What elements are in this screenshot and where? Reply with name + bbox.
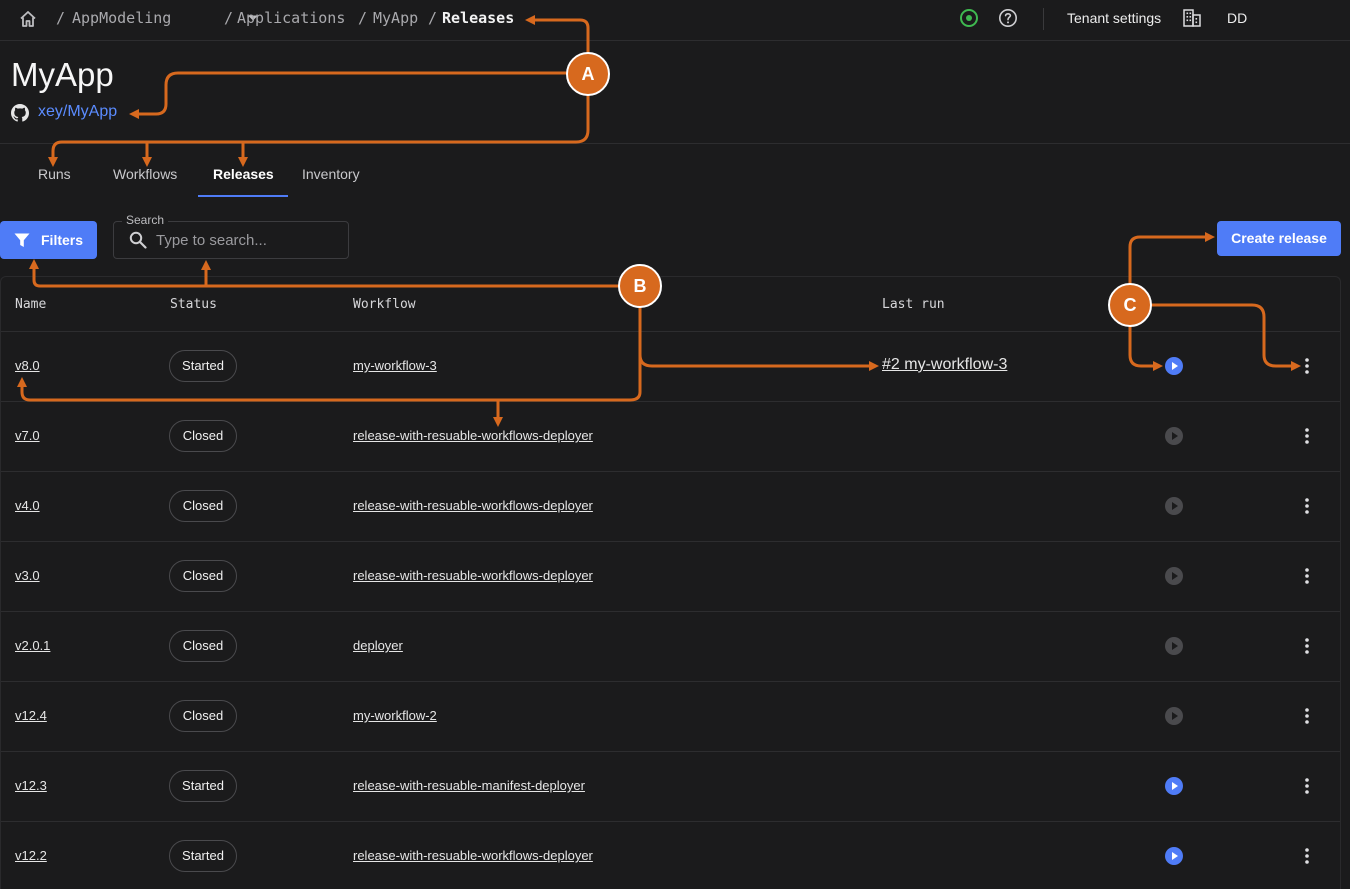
release-name-link[interactable]: v3.0 bbox=[15, 568, 40, 583]
run-release-play-icon[interactable] bbox=[1164, 426, 1184, 446]
more-options-icon[interactable] bbox=[1297, 776, 1317, 796]
more-options-icon[interactable] bbox=[1297, 566, 1317, 586]
release-name-link[interactable]: v12.4 bbox=[15, 708, 47, 723]
toolbar-divider bbox=[1043, 8, 1044, 30]
more-options-icon[interactable] bbox=[1297, 706, 1317, 726]
run-release-play-icon[interactable] bbox=[1164, 706, 1184, 726]
workflow-link[interactable]: release-with-resuable-workflows-deployer bbox=[353, 428, 593, 443]
more-options-icon[interactable] bbox=[1297, 426, 1317, 446]
status-badge: Started bbox=[169, 350, 237, 382]
column-header-workflow[interactable]: Workflow bbox=[353, 297, 416, 312]
workflow-link[interactable]: release-with-resuable-manifest-deployer bbox=[353, 778, 585, 793]
run-release-play-icon[interactable] bbox=[1164, 566, 1184, 586]
table-row[interactable]: v8.0 Started my-workflow-3 #2 my-workflow-3 bbox=[1, 331, 1340, 401]
breadcrumb-separator: / bbox=[428, 9, 438, 27]
table-row[interactable]: v12.4 Closed my-workflow-2 bbox=[1, 681, 1340, 751]
search-input[interactable] bbox=[156, 229, 341, 251]
filter-icon bbox=[14, 233, 30, 247]
release-name-link[interactable]: v2.0.1 bbox=[15, 638, 51, 653]
workflow-link[interactable]: release-with-resuable-workflows-deployer bbox=[353, 568, 593, 583]
release-name-link[interactable]: v12.2 bbox=[15, 848, 47, 863]
release-name-link[interactable]: v8.0 bbox=[15, 358, 40, 373]
column-header-last-run[interactable]: Last run bbox=[882, 297, 945, 312]
repo-link[interactable]: xey/MyApp bbox=[38, 103, 118, 120]
workflow-link[interactable]: release-with-resuable-workflows-deployer bbox=[353, 848, 593, 863]
tab-workflows[interactable]: Workflows bbox=[113, 166, 178, 182]
annotation-callout-a: A bbox=[566, 52, 610, 96]
more-options-icon[interactable] bbox=[1297, 846, 1317, 866]
table-row[interactable]: v12.2 Started release-with-resuable-workfl… bbox=[1, 821, 1340, 889]
status-indicator-icon[interactable] bbox=[959, 8, 979, 28]
workflow-link[interactable]: deployer bbox=[353, 638, 403, 653]
building-icon[interactable] bbox=[1182, 8, 1202, 28]
more-options-icon[interactable] bbox=[1297, 356, 1317, 376]
table-row[interactable]: v3.0 Closed release-with-resuable-workflow… bbox=[1, 541, 1340, 611]
workflow-link[interactable]: my-workflow-2 bbox=[353, 708, 437, 723]
annotation-callout-c: C bbox=[1108, 283, 1152, 327]
breadcrumb-separator: / bbox=[358, 9, 368, 27]
header-divider bbox=[0, 143, 1350, 144]
tenant-settings-link[interactable]: Tenant settings bbox=[1067, 10, 1162, 26]
chevron-down-icon[interactable] bbox=[247, 14, 259, 22]
table-row[interactable]: v2.0.1 Closed deployer bbox=[1, 611, 1340, 681]
breadcrumb-project[interactable]: AppModeling bbox=[72, 9, 172, 27]
status-badge: Closed bbox=[169, 700, 237, 732]
filters-label: Filters bbox=[41, 232, 84, 248]
column-header-status[interactable]: Status bbox=[170, 297, 217, 312]
search-field bbox=[113, 221, 349, 259]
status-badge: Started bbox=[169, 770, 237, 802]
column-header-name[interactable]: Name bbox=[15, 297, 47, 312]
github-icon bbox=[11, 104, 29, 122]
release-name-link[interactable]: v7.0 bbox=[15, 428, 40, 443]
help-icon[interactable] bbox=[998, 8, 1018, 28]
table-row[interactable]: v7.0 Closed release-with-resuable-workflow… bbox=[1, 401, 1340, 471]
tab-runs[interactable]: Runs bbox=[38, 166, 71, 182]
annotation-arrow bbox=[129, 71, 568, 119]
run-release-play-icon[interactable] bbox=[1164, 356, 1184, 376]
breadcrumb-app[interactable]: MyApp bbox=[373, 9, 419, 27]
filters-button[interactable]: Filters bbox=[0, 221, 97, 259]
annotation-callout-b: B bbox=[618, 264, 662, 308]
home-icon[interactable] bbox=[18, 9, 38, 29]
tab-inventory[interactable]: Inventory bbox=[302, 166, 360, 182]
user-avatar[interactable]: DD bbox=[1227, 10, 1248, 26]
search-icon bbox=[129, 231, 147, 249]
more-options-icon[interactable] bbox=[1297, 496, 1317, 516]
breadcrumb-applications[interactable]: Applications bbox=[237, 9, 346, 27]
status-badge: Closed bbox=[169, 490, 237, 522]
release-name-link[interactable]: v12.3 bbox=[15, 778, 47, 793]
run-release-play-icon[interactable] bbox=[1164, 846, 1184, 866]
page-title: MyApp bbox=[11, 56, 114, 93]
create-release-button[interactable]: Create release bbox=[1217, 221, 1341, 256]
run-release-play-icon[interactable] bbox=[1164, 776, 1184, 796]
workflow-link[interactable]: my-workflow-3 bbox=[353, 358, 437, 373]
run-release-play-icon[interactable] bbox=[1164, 636, 1184, 656]
table-row[interactable]: v4.0 Closed release-with-resuable-workflow… bbox=[1, 471, 1340, 541]
status-badge: Started bbox=[169, 840, 237, 872]
status-badge: Closed bbox=[169, 560, 237, 592]
run-release-play-icon[interactable] bbox=[1164, 496, 1184, 516]
more-options-icon[interactable] bbox=[1297, 636, 1317, 656]
tab-releases[interactable]: Releases bbox=[213, 166, 274, 182]
workflow-link[interactable]: release-with-resuable-workflows-deployer bbox=[353, 498, 593, 513]
search-label: Search bbox=[122, 213, 169, 227]
release-name-link[interactable]: v4.0 bbox=[15, 498, 40, 513]
annotation-arrow bbox=[48, 94, 590, 167]
last-run-link[interactable]: #2 my-workflow-3 bbox=[882, 356, 1008, 373]
breadcrumb-separator: / bbox=[56, 9, 66, 27]
breadcrumb-separator: / bbox=[224, 9, 234, 27]
table-row[interactable]: v12.3 Started release-with-resuable-manife… bbox=[1, 751, 1340, 821]
status-badge: Closed bbox=[169, 630, 237, 662]
active-tab-indicator bbox=[198, 195, 288, 197]
status-badge: Closed bbox=[169, 420, 237, 452]
top-bar: / AppModeling / Applications / MyApp / R… bbox=[0, 0, 1350, 41]
breadcrumb-current: Releases bbox=[442, 9, 515, 27]
